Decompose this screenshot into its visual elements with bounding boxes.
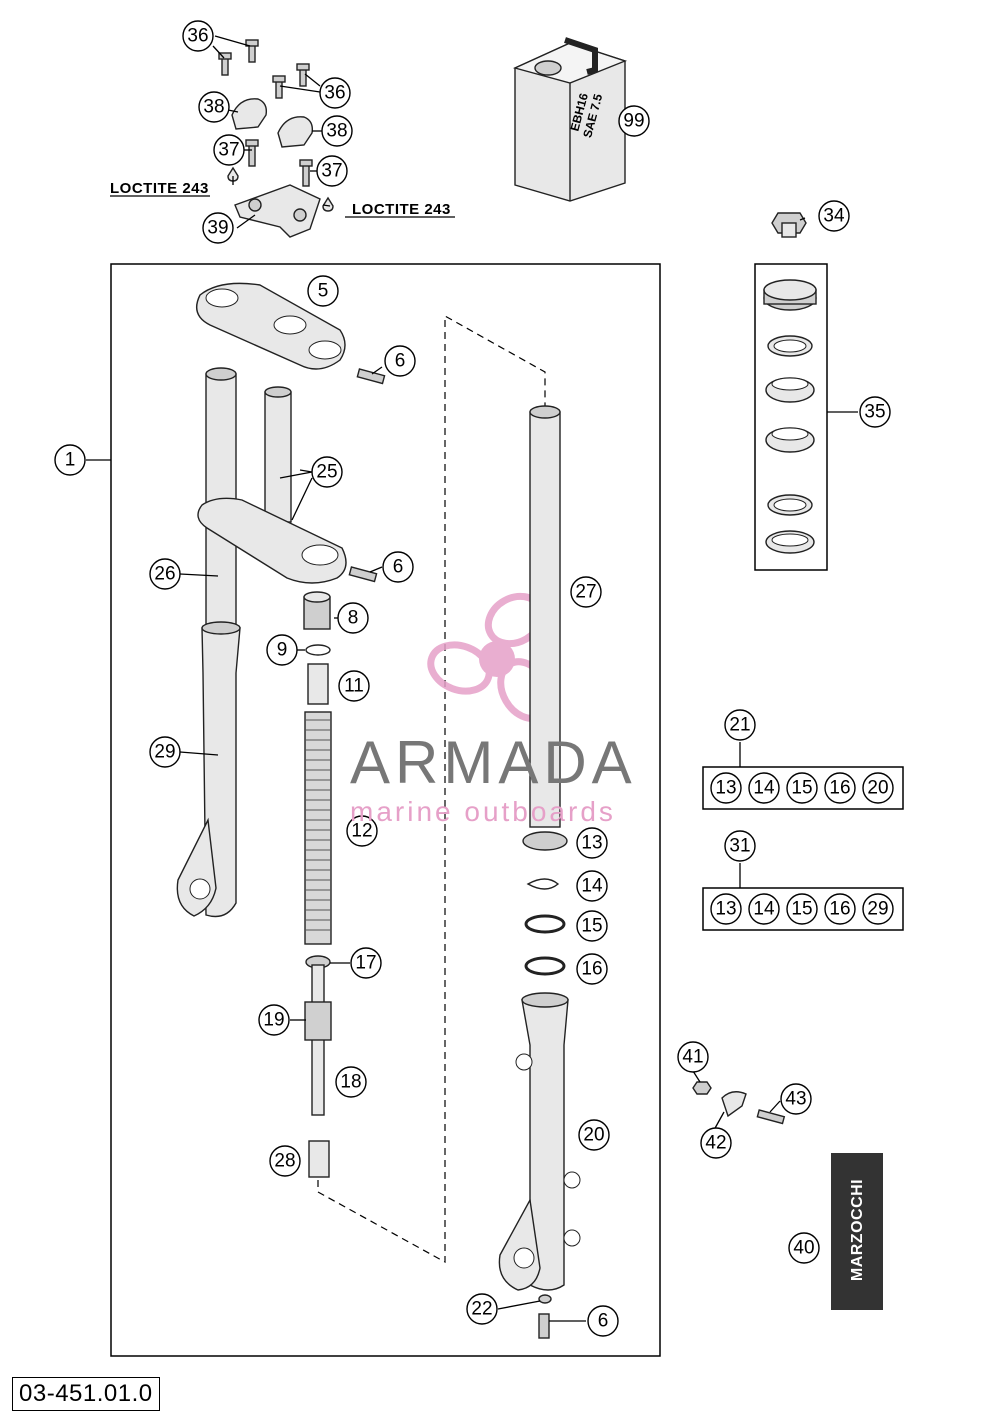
callout-42: 42	[705, 1133, 726, 1154]
callout-20: 20	[583, 1125, 604, 1146]
callout-99: 99	[623, 111, 644, 132]
callout-29: 29	[154, 742, 175, 763]
o-ring-9	[305, 644, 331, 656]
callout-6: 6	[598, 1311, 609, 1332]
outer-tube-29	[176, 621, 241, 918]
clamp-caps	[231, 98, 314, 148]
fork-assembly-frame	[110, 263, 661, 1357]
spacer-11	[307, 663, 329, 705]
kit31-item: 13	[715, 899, 736, 920]
callout-38: 38	[326, 121, 347, 142]
callout-11: 11	[344, 676, 364, 697]
callout-21: 21	[729, 715, 750, 736]
kit-31-frame	[702, 887, 904, 931]
callout-17: 17	[355, 953, 376, 974]
watermark-title: ARMADA	[350, 729, 637, 796]
clamp-screws-top	[218, 39, 310, 99]
callout-13: 13	[581, 833, 602, 854]
bushing-28	[308, 1140, 330, 1178]
callout-31: 31	[729, 836, 750, 857]
callout-41: 41	[682, 1047, 703, 1068]
callout-19: 19	[263, 1010, 284, 1031]
kit31-item: 14	[753, 899, 775, 920]
leader-lines	[86, 35, 858, 1322]
steering-nut-34	[771, 212, 807, 238]
callout-6: 6	[395, 351, 406, 372]
callout-43: 43	[785, 1089, 806, 1110]
callout-27: 27	[575, 582, 596, 603]
spring-12	[304, 711, 332, 945]
washer-22	[538, 1294, 552, 1304]
lower-triple-clamp	[197, 497, 347, 584]
fork-tube-27	[529, 405, 561, 828]
callout-22: 22	[471, 1299, 492, 1320]
callout-36: 36	[324, 83, 345, 104]
callout-texts: 36 36 38 38 37 37 39 99 34 35 5 6 1 25 2…	[65, 26, 889, 1332]
loctite-label: LOCTITE 243	[352, 201, 451, 218]
callout-5: 5	[318, 281, 329, 302]
callout-18: 18	[340, 1072, 361, 1093]
callout-39: 39	[207, 218, 228, 239]
callout-40: 40	[793, 1238, 814, 1259]
callout-37: 37	[321, 161, 342, 182]
kit-21-frame	[702, 766, 904, 810]
callout-14: 14	[581, 876, 603, 897]
callout-12: 12	[351, 821, 372, 842]
steering-bearing-frame	[754, 263, 828, 571]
callout-9: 9	[277, 640, 288, 661]
kit21-item: 20	[867, 778, 888, 799]
damper-rod-18	[304, 955, 332, 1116]
loctite-label: LOCTITE 243	[110, 180, 209, 197]
callout-28: 28	[274, 1151, 295, 1172]
fork-tube-26	[205, 367, 237, 625]
kit21-item: 14	[753, 778, 775, 799]
kit31-item: 15	[791, 899, 812, 920]
axle-clamp-parts	[692, 1081, 786, 1125]
bolts-6	[348, 368, 550, 1339]
callout-1: 1	[65, 450, 76, 471]
marzocchi-badge: MARZOCCHI	[838, 1155, 878, 1305]
callout-34: 34	[823, 206, 845, 227]
callout-35: 35	[864, 402, 885, 423]
callout-6: 6	[393, 557, 404, 578]
bearing-set-35	[763, 279, 817, 554]
upper-triple-clamp-5	[196, 282, 346, 370]
watermark-subtitle: marine outboards	[350, 796, 616, 827]
seal-kit-parts	[522, 831, 568, 976]
document-number: 03-451.01.0	[12, 1377, 160, 1411]
callout-36: 36	[187, 26, 208, 47]
kit31-item: 16	[829, 899, 850, 920]
callout-16: 16	[581, 959, 602, 980]
steering-stem-25	[264, 386, 292, 523]
kit21-item: 15	[791, 778, 812, 799]
kit21-item: 13	[715, 778, 736, 799]
callout-38: 38	[203, 97, 224, 118]
handlebar-clamp-base-39	[234, 184, 321, 238]
fork-cap-8	[303, 591, 331, 630]
kit31-item: 29	[867, 899, 888, 920]
assembly-dashed-line	[317, 314, 546, 1264]
callout-25: 25	[316, 462, 337, 483]
marzocchi-badge-text: MARZOCCHI	[849, 1178, 866, 1282]
callout-26: 26	[154, 564, 175, 585]
callout-8: 8	[348, 608, 359, 629]
oil-can-99	[512, 37, 628, 202]
outer-tube-20	[498, 992, 581, 1291]
clamp-bolts-37	[227, 139, 334, 212]
callout-37: 37	[218, 140, 239, 161]
callout-15: 15	[581, 916, 602, 937]
callout-circles	[54, 20, 894, 1337]
kit21-item: 16	[829, 778, 850, 799]
marzocchi-badge-bg	[831, 1153, 883, 1310]
